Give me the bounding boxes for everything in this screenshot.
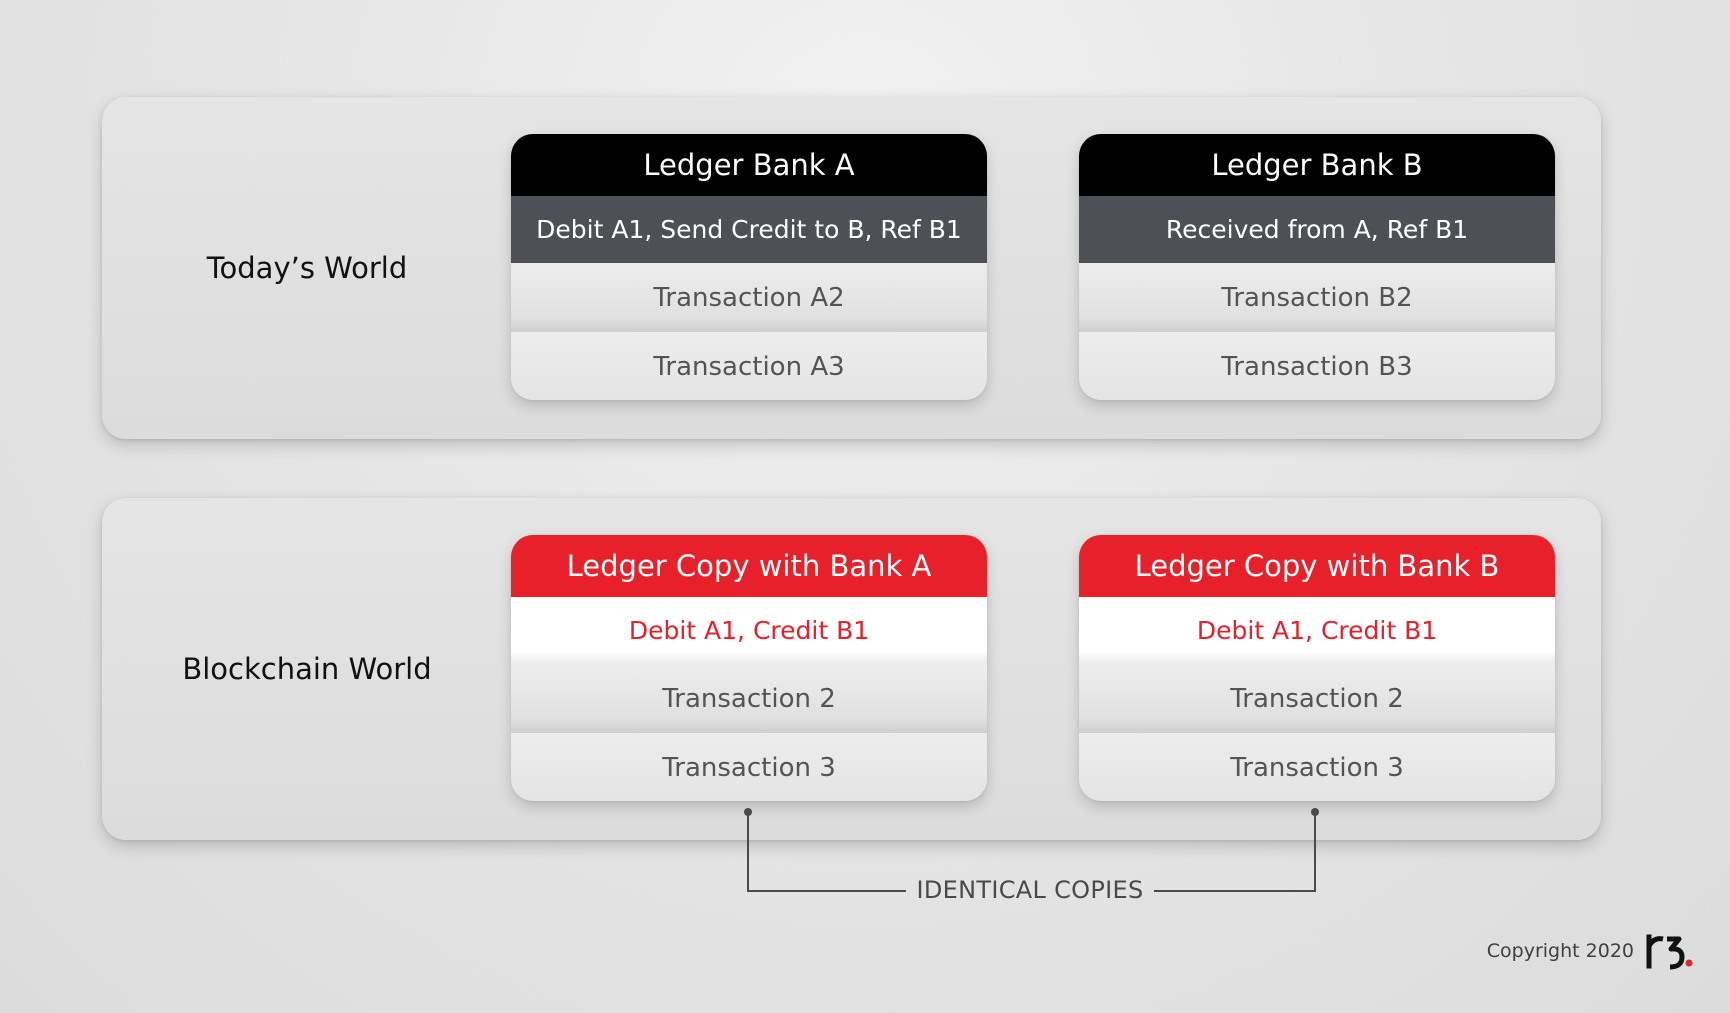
ledger-bank-b-entry: Received from A, Ref B1 [1079,196,1555,263]
ledger-copy-bank-b-card: Ledger Copy with Bank B Debit A1, Credit… [1079,535,1555,801]
ledger-copy-bank-a-transaction-1: Transaction 2 [511,664,987,733]
blockchain-world-label: Blockchain World [182,652,432,686]
ledger-bank-b-card: Ledger Bank B Received from A, Ref B1 Tr… [1079,134,1555,400]
ledger-copy-bank-a-title: Ledger Copy with Bank A [511,535,987,597]
ledger-copy-bank-b-entry: Debit A1, Credit B1 [1079,597,1555,664]
todays-world-label: Today’s World [206,251,408,285]
ledger-copy-bank-a-card: Ledger Copy with Bank A Debit A1, Credit… [511,535,987,801]
ledger-copy-bank-a-transaction-2: Transaction 3 [511,733,987,801]
identical-copies-label: IDENTICAL COPIES [916,876,1144,904]
ledger-copy-bank-a-entry: Debit A1, Credit B1 [511,597,987,664]
ledger-bank-b-transaction-2: Transaction B3 [1079,332,1555,400]
ledger-copy-bank-b-transaction-1: Transaction 2 [1079,664,1555,733]
ledger-bank-b-title: Ledger Bank B [1079,134,1555,196]
copyright-text: Copyright 2020 [1486,940,1634,962]
ledger-bank-a-transaction-1: Transaction A2 [511,263,987,332]
ledger-bank-a-transaction-2: Transaction A3 [511,332,987,400]
connector-line-right [1154,812,1316,892]
ledger-copy-bank-b-transaction-2: Transaction 3 [1079,733,1555,801]
todays-world-panel: Today’s World Ledger Bank A Debit A1, Se… [102,97,1601,439]
ledger-bank-a-entry: Debit A1, Send Credit to B, Ref B1 [511,196,987,263]
ledger-copy-bank-b-title: Ledger Copy with Bank B [1079,535,1555,597]
connector-line-left [747,812,906,892]
ledger-bank-a-card: Ledger Bank A Debit A1, Send Credit to B… [511,134,987,400]
r3-logo-icon [1646,934,1693,970]
ledger-bank-a-title: Ledger Bank A [511,134,987,196]
blockchain-world-panel: Blockchain World Ledger Copy with Bank A… [102,498,1601,840]
ledger-bank-b-transaction-1: Transaction B2 [1079,263,1555,332]
